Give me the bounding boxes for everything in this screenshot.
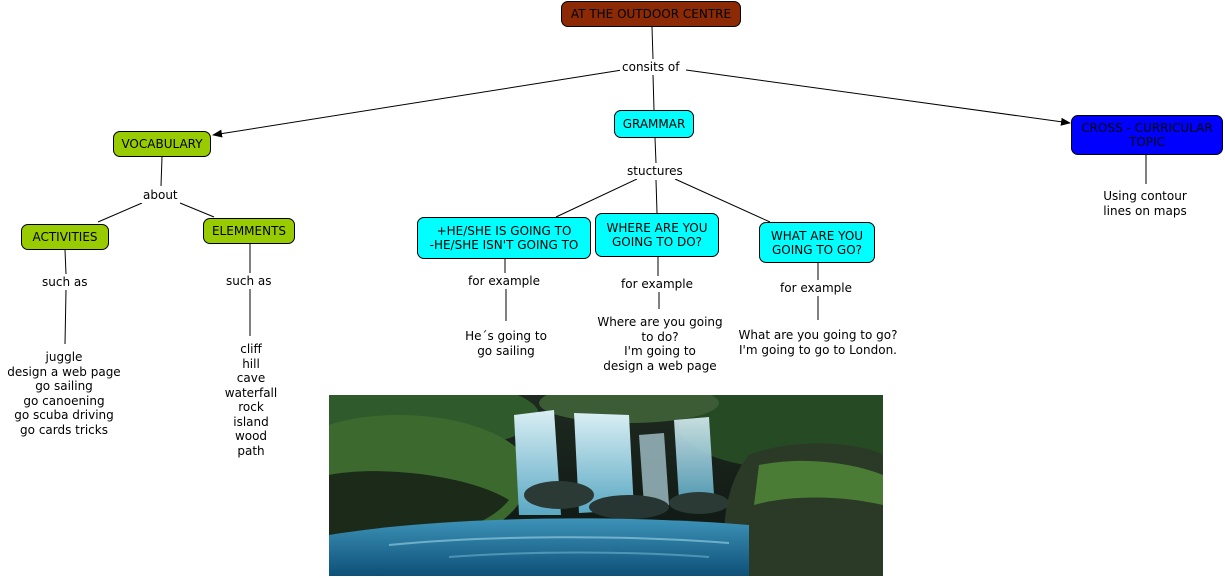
activities-node[interactable]: ACTIVITIES bbox=[21, 224, 109, 250]
cross-curricular-line: TOPIC bbox=[1129, 135, 1165, 149]
vocabulary-node[interactable]: VOCABULARY bbox=[113, 131, 211, 157]
structure-going-to-example: He´s going to go sailing bbox=[436, 329, 576, 358]
example-line: go sailing bbox=[477, 343, 535, 358]
list-item: design a web page bbox=[7, 364, 121, 379]
example-line: I'm going to bbox=[624, 344, 696, 358]
link-label-stuctures: stuctures bbox=[625, 163, 685, 179]
example-line: What are you going to go? bbox=[738, 328, 898, 342]
grammar-label: GRAMMAR bbox=[622, 117, 686, 131]
activities-list: juggle design a web page go sailing go c… bbox=[4, 350, 124, 437]
link-label-activities-such-as: such as bbox=[40, 274, 90, 290]
elements-list: cliff hill cave waterfall rock island wo… bbox=[211, 342, 291, 458]
structure-where-example: Where are you going to do? I'm going to … bbox=[585, 315, 735, 373]
link-label-for-example-3: for example bbox=[778, 280, 854, 296]
example-line: to do? bbox=[641, 329, 679, 344]
link-label-for-example-2: for example bbox=[619, 276, 695, 292]
elements-label: ELEMMENTS bbox=[211, 224, 287, 238]
activities-label: ACTIVITIES bbox=[32, 230, 98, 244]
example-line: I'm going to go to London. bbox=[739, 342, 897, 357]
list-item: cliff bbox=[240, 342, 262, 356]
list-item: wood bbox=[234, 429, 268, 443]
root-title: AT THE OUTDOOR CENTRE bbox=[570, 7, 732, 21]
cross-curricular-node[interactable]: CROSS - CURRICULAR TOPIC bbox=[1071, 115, 1223, 155]
link-label-about: about bbox=[141, 187, 180, 203]
root-node[interactable]: AT THE OUTDOOR CENTRE bbox=[561, 1, 741, 27]
example-line: Where are you going bbox=[597, 315, 723, 329]
example-line: Using contour bbox=[1103, 189, 1187, 203]
elements-node[interactable]: ELEMMENTS bbox=[203, 218, 295, 244]
list-item: go sailing bbox=[35, 379, 93, 393]
waterfall-photo bbox=[329, 395, 883, 576]
structure-what-node[interactable]: WHAT ARE YOU GOING TO GO? bbox=[759, 222, 875, 263]
list-item: go canoening bbox=[23, 393, 105, 408]
cross-curricular-example: Using contour lines on maps bbox=[1092, 189, 1198, 218]
grammar-node[interactable]: GRAMMAR bbox=[614, 110, 694, 138]
cross-curricular-line: CROSS - CURRICULAR bbox=[1081, 121, 1213, 135]
structure-what-line: WHAT ARE YOU bbox=[770, 228, 864, 243]
list-item: cave bbox=[236, 371, 266, 385]
link-label-elements-such-as: such as bbox=[224, 273, 274, 289]
link-label-consits-of: consits of bbox=[620, 59, 682, 75]
list-item: go cards tricks bbox=[20, 422, 108, 437]
structure-going-to-node[interactable]: +HE/SHE IS GOING TO -HE/SHE ISN'T GOING … bbox=[417, 217, 591, 259]
example-line: design a web page bbox=[603, 358, 717, 373]
structure-where-node[interactable]: WHERE ARE YOU GOING TO DO? bbox=[595, 213, 719, 257]
list-item: path bbox=[237, 443, 265, 458]
structure-going-to-line: -HE/SHE ISN'T GOING TO bbox=[429, 238, 579, 252]
list-item: island bbox=[233, 414, 269, 429]
structure-what-line: GOING TO GO? bbox=[771, 242, 863, 257]
example-line: He´s going to bbox=[465, 329, 547, 343]
list-item: waterfall bbox=[224, 385, 278, 400]
vocabulary-label: VOCABULARY bbox=[121, 137, 203, 151]
structure-what-example: What are you going to go? I'm going to g… bbox=[728, 328, 908, 357]
structure-going-to-line: +HE/SHE IS GOING TO bbox=[436, 224, 572, 238]
list-item: rock bbox=[238, 400, 264, 414]
list-item: hill bbox=[242, 356, 260, 371]
example-line: lines on maps bbox=[1103, 203, 1187, 218]
structure-where-line: GOING TO DO? bbox=[611, 235, 703, 249]
list-item: juggle bbox=[45, 350, 83, 364]
link-label-for-example-1: for example bbox=[466, 273, 542, 289]
list-item: go scuba driving bbox=[14, 408, 114, 422]
structure-where-line: WHERE ARE YOU bbox=[606, 221, 708, 235]
